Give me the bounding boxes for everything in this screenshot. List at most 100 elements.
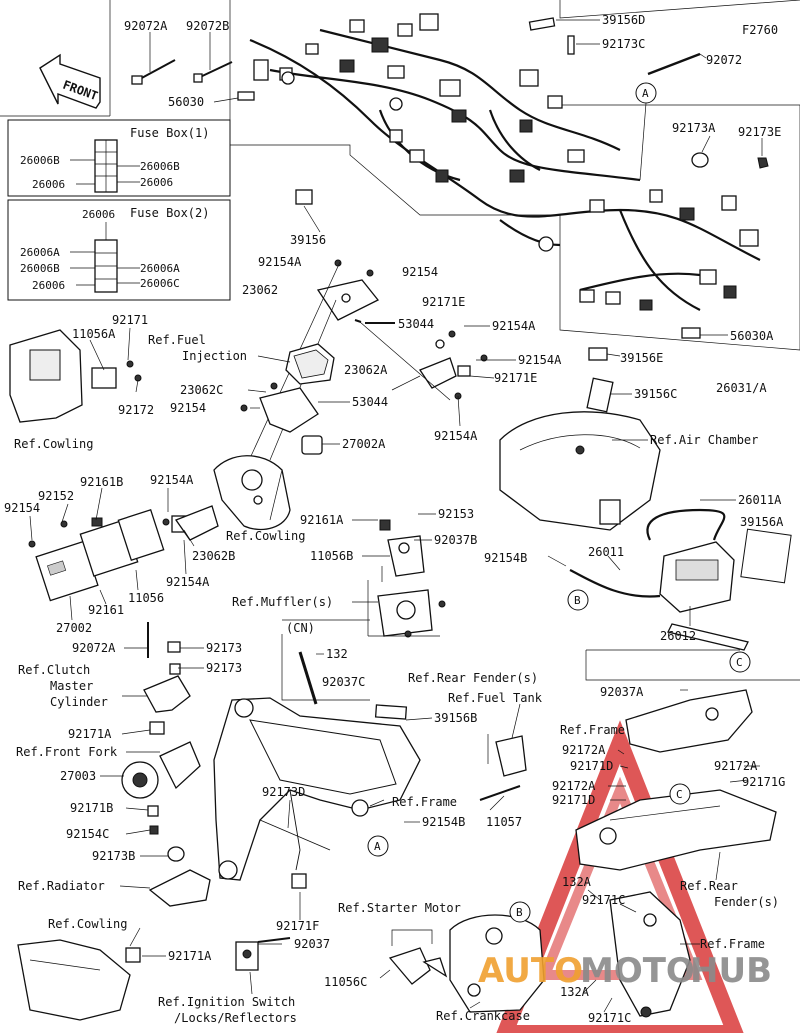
- cowling-bracket-left-icon: [9, 329, 142, 423]
- part-label: 39156E: [620, 351, 663, 365]
- part-label: Ref.Fuel Tank: [448, 691, 543, 705]
- fuse-box-1-title: Fuse Box(1): [130, 126, 209, 140]
- part-label: 92171C: [588, 1011, 631, 1025]
- watermark-auto: AUTO: [478, 951, 583, 991]
- fuse-label: 26006B: [20, 262, 60, 275]
- part-label: 92171A: [168, 949, 212, 963]
- part-label: 53044: [398, 317, 434, 331]
- relay-unit-27002-icon: [28, 508, 189, 602]
- callout-B-crankcase: B: [509, 901, 531, 923]
- part-label: 11056: [128, 591, 164, 605]
- part-label: 39156A: [740, 515, 784, 529]
- part-label: 92172: [118, 403, 154, 417]
- watermark-triangle-icon: [496, 720, 744, 1033]
- label-39156B-icon: [374, 704, 408, 720]
- callout-A-frame: A: [367, 835, 389, 857]
- part-label: 132A: [560, 985, 590, 999]
- part-label: Injection: [182, 349, 247, 363]
- fuel-tank-bracket-11057-icon: [479, 735, 527, 801]
- part-label: 39156D: [602, 13, 645, 27]
- part-label: 26031/A: [716, 381, 767, 395]
- callout-C-right: C: [729, 651, 751, 673]
- relay-27002A-icon: [301, 435, 323, 455]
- part-label: (CN): [286, 621, 315, 635]
- part-label: Ref.Frame: [700, 937, 765, 951]
- part-label: 92173C: [602, 37, 645, 51]
- part-label: Ref.Starter Motor: [338, 901, 461, 915]
- cable-tie-92072A-icon: [131, 59, 176, 85]
- fuse-box-2-title: Fuse Box(2): [130, 206, 209, 220]
- part-label: 92172A: [562, 743, 606, 757]
- part-label: Ref.Clutch: [18, 663, 90, 677]
- fuse-label: 26006B: [20, 154, 60, 167]
- label-39156D-icon: [528, 17, 556, 31]
- part-label: 92154C: [66, 827, 109, 841]
- watermark-moto: MOTO: [580, 951, 695, 991]
- callout-B-battery: B: [567, 589, 589, 611]
- part-label: 132: [326, 647, 348, 661]
- fuse-label: 26006A: [140, 262, 180, 275]
- fuse-box-2-frame: [7, 199, 231, 301]
- bracket-11056B-icon: [377, 519, 446, 638]
- part-label: Ref.Frame: [560, 723, 625, 737]
- part-label: 92173: [206, 661, 242, 675]
- part-label: 92037C: [322, 675, 365, 689]
- clamp-92173B-icon: [167, 846, 185, 862]
- callout-A-top: A: [635, 82, 657, 181]
- rear-frame-icon: [625, 689, 753, 753]
- cable-tie-92072B-icon: [193, 61, 233, 83]
- air-chamber-icon: [499, 377, 661, 531]
- battery-26012-icon: [659, 541, 735, 613]
- part-label: 92153: [438, 507, 474, 521]
- part-label: 92173B: [92, 849, 135, 863]
- part-label: 27003: [60, 769, 96, 783]
- part-label: Fender(s): [714, 895, 779, 909]
- main-wiring-harness: [249, 13, 761, 311]
- clamp-92173A-icon: [691, 152, 709, 168]
- part-label: 92037A: [600, 685, 644, 699]
- svg-text:A: A: [642, 87, 649, 100]
- svg-text:C: C: [676, 788, 683, 801]
- part-label: 92072B: [186, 19, 229, 33]
- part-label: Ref.Air Chamber: [650, 433, 758, 447]
- part-label: Ref.Frame: [392, 795, 457, 809]
- part-label: 27002: [56, 621, 92, 635]
- part-label: 92173D: [262, 785, 305, 799]
- svg-text:B: B: [574, 594, 581, 607]
- clamp-92171F-icon: [291, 873, 307, 889]
- part-label: 39156C: [634, 387, 677, 401]
- fuse-label: 26006B: [140, 160, 180, 173]
- fuse-box-1-frame: [7, 119, 231, 197]
- part-label: 23062: [242, 283, 278, 297]
- part-label: Ref.Ignition Switch: [158, 995, 295, 1009]
- part-label: 132A: [562, 875, 592, 889]
- cover-39156E-icon: [588, 347, 608, 361]
- part-label: 92154: [4, 501, 40, 515]
- diagram-id: F2760: [742, 23, 778, 37]
- part-label: 56030A: [730, 329, 774, 343]
- fuse-label: 26006: [140, 176, 173, 189]
- part-label: 92072: [706, 53, 742, 67]
- clutch-bracket-icon: [143, 622, 191, 735]
- part-label: 11056B: [310, 549, 353, 563]
- part-label: 11056C: [324, 975, 367, 989]
- part-label: 92072A: [124, 19, 168, 33]
- part-label: 92154B: [422, 815, 465, 829]
- part-label: 11056A: [72, 327, 116, 341]
- part-label: 92171D: [552, 793, 595, 807]
- clamp-92173C-icon: [567, 35, 575, 55]
- battery-cable-26011A-icon: [646, 508, 726, 541]
- svg-text:C: C: [736, 656, 743, 669]
- horn-27003-icon: [121, 741, 201, 835]
- part-label: 26012: [660, 629, 696, 643]
- part-label: Ref.Radiator: [18, 879, 105, 893]
- part-label: 92173A: [672, 121, 716, 135]
- part-label: Ref.Rear Fender(s): [408, 671, 538, 685]
- fuse-label: 26006C: [140, 277, 180, 290]
- part-label: 92171F: [276, 919, 319, 933]
- part-label: 23062B: [192, 549, 235, 563]
- radiator-bracket-icon: [148, 869, 211, 907]
- cowling-bracket-icon: [213, 455, 291, 531]
- part-label: 92154: [170, 401, 206, 415]
